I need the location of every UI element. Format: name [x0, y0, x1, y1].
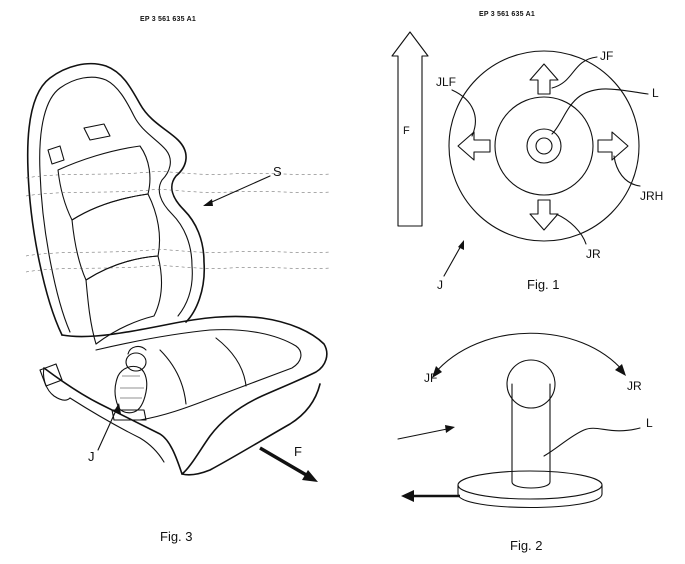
- fig1-inner-circle: [494, 96, 594, 196]
- fig3-force-arrow: [259, 446, 309, 478]
- fig2-label-jr: JR: [627, 379, 642, 393]
- fig2-stick-knob: [506, 359, 556, 409]
- fig2-stick-shaft: [511, 383, 551, 489]
- seat-back-padding: [57, 145, 151, 221]
- seat-base: [43, 367, 321, 476]
- fig1-j-leader-line: [443, 243, 463, 277]
- fig2-label-l: L: [646, 416, 653, 430]
- fig1-jrh-leader: [613, 155, 641, 187]
- fig1-reverse-arrow: [529, 199, 559, 231]
- fig3-caption: Fig. 3: [160, 529, 193, 544]
- seat-harness-slot: [47, 145, 65, 165]
- fig1-label-jr: JR: [586, 247, 601, 261]
- patent-number-left: EP 3 561 635 A1: [140, 16, 196, 23]
- fig2-input-leader-line: [397, 427, 453, 440]
- fig3-joystick-leader-line: [97, 405, 119, 451]
- seat-backrest-inner-edge: [39, 76, 193, 333]
- fig3-seat-drawing: [25, 62, 331, 476]
- patent-number-right: EP 3 561 635 A1: [479, 11, 535, 18]
- seat-back-padding: [85, 255, 163, 345]
- seat-harness-slot: [83, 123, 111, 141]
- fig1-label-j: J: [437, 278, 443, 292]
- fig3-seat-leader-line: [204, 175, 271, 206]
- fig2-base-side: [457, 484, 603, 509]
- seat-adjust-lever: [39, 363, 63, 387]
- fig1-left-arrow: [457, 131, 491, 161]
- fig2-arc-arrowhead-right: [615, 364, 626, 376]
- seat-back-padding: [71, 193, 161, 281]
- fig2-base-top: [457, 470, 603, 500]
- fig2-arc-arrowhead-left: [432, 366, 442, 378]
- fig1-l-leader: [551, 88, 649, 135]
- fig3-joystick-leader-arrowhead: [114, 403, 121, 414]
- fig1-outer-base-circle: [448, 50, 640, 242]
- fig1-label-l: L: [652, 86, 659, 100]
- fig2-label-jf: JF: [424, 371, 437, 385]
- fig1-label-jf: JF: [600, 49, 613, 63]
- fig1-forward-arrow: [529, 63, 559, 95]
- fig2-l-leader: [543, 427, 641, 457]
- fig1-jlf-leader: [451, 89, 476, 137]
- fig3-label-force: F: [294, 444, 302, 459]
- fig2-input-leader-arrowhead: [445, 425, 455, 433]
- fig3-force-arrowhead: [302, 470, 318, 482]
- fig1-j-leader-arrowhead: [458, 240, 464, 250]
- fig1-label-force: F: [403, 125, 410, 137]
- fig1-right-arrow: [597, 131, 629, 161]
- fig2-caption: Fig. 2: [510, 538, 543, 553]
- fig1-label-jlf: JLF: [436, 75, 456, 89]
- fig1-jf-leader: [551, 56, 598, 89]
- fig2-force-arrowhead: [401, 490, 414, 502]
- fig2-motion-arc: [433, 332, 625, 375]
- fig1-jr-leader: [555, 213, 587, 245]
- fig1-lever-inner: [535, 137, 553, 155]
- fig1-caption: Fig. 1: [527, 277, 560, 292]
- seat-cushion-outline: [61, 315, 328, 475]
- seat-backrest-outline: [26, 62, 206, 336]
- fig3-label-seat: S: [273, 164, 282, 179]
- seat-cushion-inner: [95, 329, 302, 421]
- fig3-seat-leader-arrowhead: [203, 199, 213, 206]
- fig3-label-joystick: J: [88, 449, 95, 464]
- fig1-force-arrow: [391, 31, 429, 227]
- fig1-lever-outer: [526, 128, 562, 164]
- fig1-label-jrh: JRH: [640, 189, 663, 203]
